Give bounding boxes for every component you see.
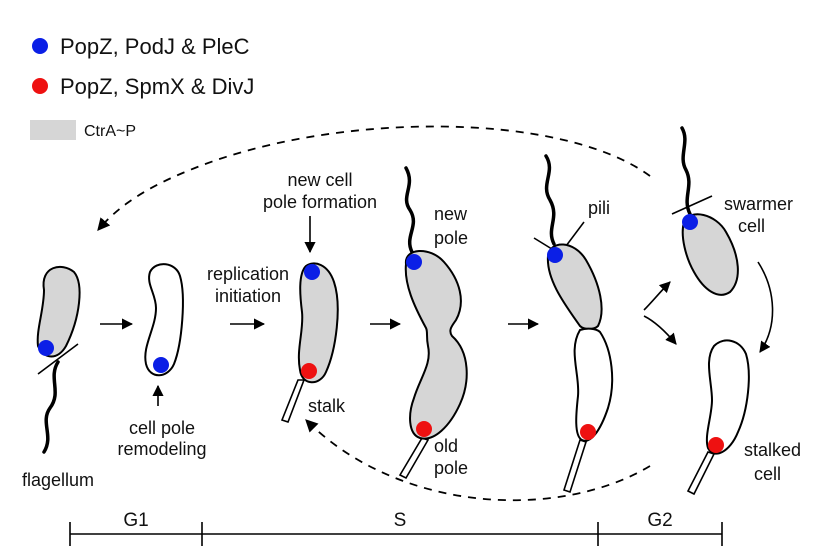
cell-body-5-bottom [573, 327, 614, 442]
stalk-label: stalk [308, 396, 346, 416]
blue-focus-3 [304, 264, 320, 280]
stalk-3 [280, 379, 306, 424]
stalk-4 [398, 437, 430, 480]
new-pole-label-2: pole [434, 228, 468, 248]
fork-arrow-up [643, 281, 671, 311]
legend-ctra-swatch [30, 120, 76, 140]
legend-blue-dot [32, 38, 48, 54]
flagellum-1 [42, 360, 60, 454]
swarmer-pole-line [671, 195, 713, 215]
return-arrow-swarmer [97, 125, 651, 231]
stalk-5 [562, 438, 588, 494]
cell-pole-label-1: cell pole [129, 418, 195, 438]
swarmer-label-1: swarmer [724, 194, 793, 214]
flagellum-4 [404, 166, 416, 254]
cell-body-7 [705, 339, 750, 455]
legend-ctra-label: CtrA~P [84, 123, 136, 140]
new-cell-pole-label-2: pole formation [263, 192, 377, 212]
flagellum-5 [544, 154, 556, 246]
stalk-7 [686, 451, 716, 496]
legend: PopZ, PodJ & PleC PopZ, SpmX & DivJ CtrA… [30, 34, 254, 140]
cell-swarmer-g1 [36, 265, 81, 454]
pili-label: pili [588, 198, 610, 218]
blue-focus-4 [406, 254, 422, 270]
stalked-label-2: cell [754, 464, 781, 484]
stalked-label-1: stalked [744, 440, 801, 460]
swarmer-to-stalked-arrow [757, 261, 774, 353]
cell-predivisional-early: new pole old pole [398, 166, 468, 480]
cell-predivisional-late: pili [533, 154, 614, 494]
cell-body-6 [681, 213, 739, 296]
new-cell-pole-label-1: new cell [287, 170, 352, 190]
legend-red-dot [32, 78, 48, 94]
cell-daughter-swarmer: swarmer cell [671, 126, 793, 296]
phase-label-s: S [394, 510, 407, 531]
flagellum-6 [680, 126, 692, 216]
red-focus-7 [708, 437, 724, 453]
cell-body-5-top [546, 243, 603, 330]
cell-pole-label-2: remodeling [117, 439, 206, 459]
new-pole-label-1: new [434, 204, 468, 224]
red-focus-3 [301, 363, 317, 379]
legend-red-label: PopZ, SpmX & DivJ [60, 74, 254, 99]
blue-focus-5 [547, 247, 563, 263]
replication-label-2: initiation [215, 286, 281, 306]
pole-line-1 [37, 343, 79, 375]
fork-arrow-down [643, 315, 677, 345]
swarmer-label-2: cell [738, 216, 765, 236]
cell-daughter-stalked: stalked cell [686, 339, 801, 496]
flagellum-label: flagellum [22, 470, 94, 490]
cell-body-1 [36, 265, 81, 358]
return-arrow-stalked [305, 419, 651, 502]
replication-label-1: replication [207, 264, 289, 284]
blue-focus-6 [682, 214, 698, 230]
blue-focus-2 [153, 357, 169, 373]
phase-label-g1: G1 [123, 510, 148, 531]
phase-label-g2: G2 [647, 510, 672, 531]
cell-body-2 [144, 263, 184, 377]
phase-bar: G1 S G2 [69, 510, 723, 546]
old-pole-label-1: old [434, 436, 458, 456]
red-focus-5 [580, 424, 596, 440]
red-focus-4 [416, 421, 432, 437]
old-pole-label-2: pole [434, 458, 468, 478]
cell-new-pole-formation: new cell pole formation stalk [263, 170, 377, 424]
cell-remodeling: cell pole remodeling [117, 263, 207, 459]
cell-body-4 [404, 250, 468, 440]
blue-focus-1 [38, 340, 54, 356]
cell-body-3 [297, 262, 339, 384]
legend-blue-label: PopZ, PodJ & PleC [60, 34, 250, 59]
